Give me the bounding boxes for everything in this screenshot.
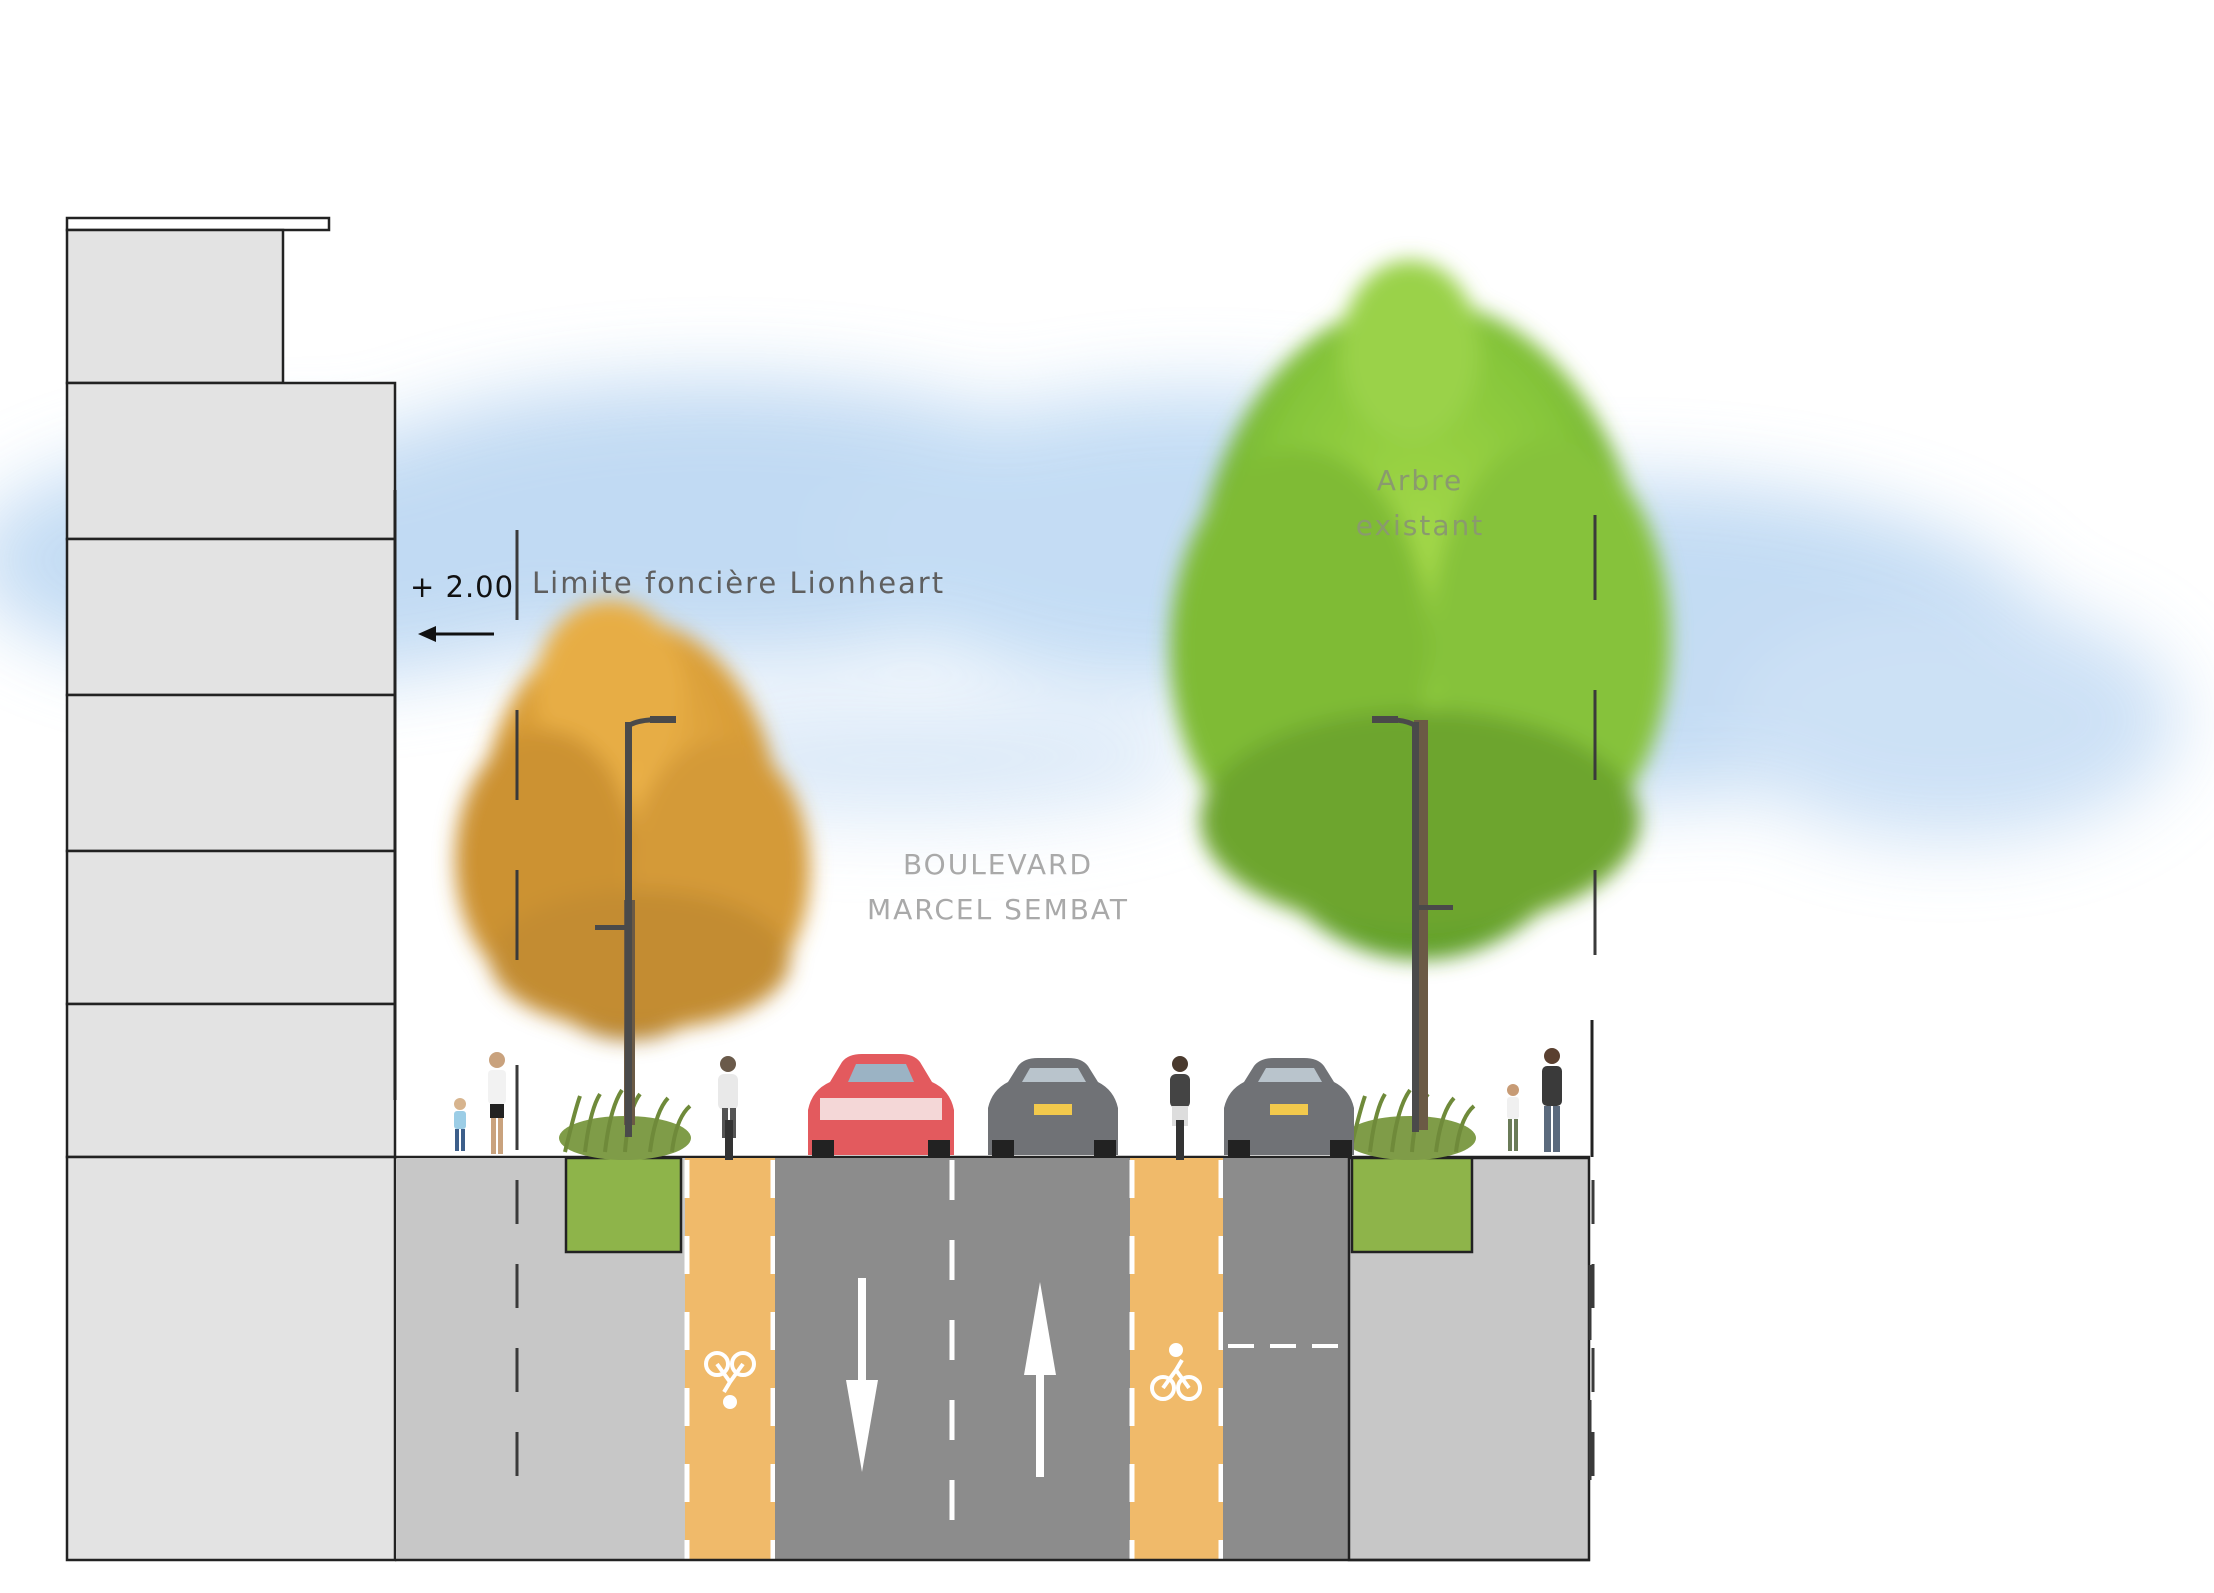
- arrow-up-icon: [1024, 1282, 1056, 1477]
- pedestrians-left: [454, 1052, 506, 1154]
- gray-car-1: [988, 1058, 1118, 1157]
- parking-lane: [1223, 1158, 1349, 1560]
- bicycle-icon: [1150, 1343, 1202, 1401]
- tree-label-line2: existant: [1355, 509, 1485, 542]
- existing-tree: [1170, 260, 1670, 1130]
- street-name-line2: MARCEL SEMBAT: [866, 893, 1130, 926]
- street-name-line1: BOULEVARD: [902, 848, 1094, 881]
- right-grass: [1344, 1088, 1476, 1160]
- tree-label-line1: Arbre: [1376, 464, 1464, 497]
- pedestrians-right: [1507, 1048, 1562, 1152]
- right-planter: [1350, 1156, 1474, 1254]
- arrow-down-icon: [846, 1278, 878, 1472]
- level-arrow-icon: [418, 626, 494, 642]
- street-lamp-left: [595, 716, 676, 1137]
- red-car: [808, 1054, 954, 1157]
- gray-car-2: [1224, 1058, 1354, 1157]
- left-planter: [564, 1156, 683, 1254]
- cyclist-right: [1170, 1056, 1190, 1160]
- left-bike-lane: [684, 1158, 776, 1560]
- bicycle-icon: [704, 1351, 756, 1409]
- autumn-tree: [455, 600, 810, 1125]
- left-grass: [559, 1088, 692, 1160]
- roadway: [775, 1158, 1130, 1560]
- building-section: [65, 216, 397, 1562]
- street-lamp-right: [1372, 716, 1453, 1132]
- right-bike-lane: [1129, 1158, 1224, 1560]
- right-limit-dashes: [1588, 515, 1597, 1480]
- cyclist-left: [718, 1056, 738, 1160]
- level-label: + 2.00: [410, 570, 515, 604]
- property-limit-label: Limite foncière Lionheart: [532, 566, 946, 600]
